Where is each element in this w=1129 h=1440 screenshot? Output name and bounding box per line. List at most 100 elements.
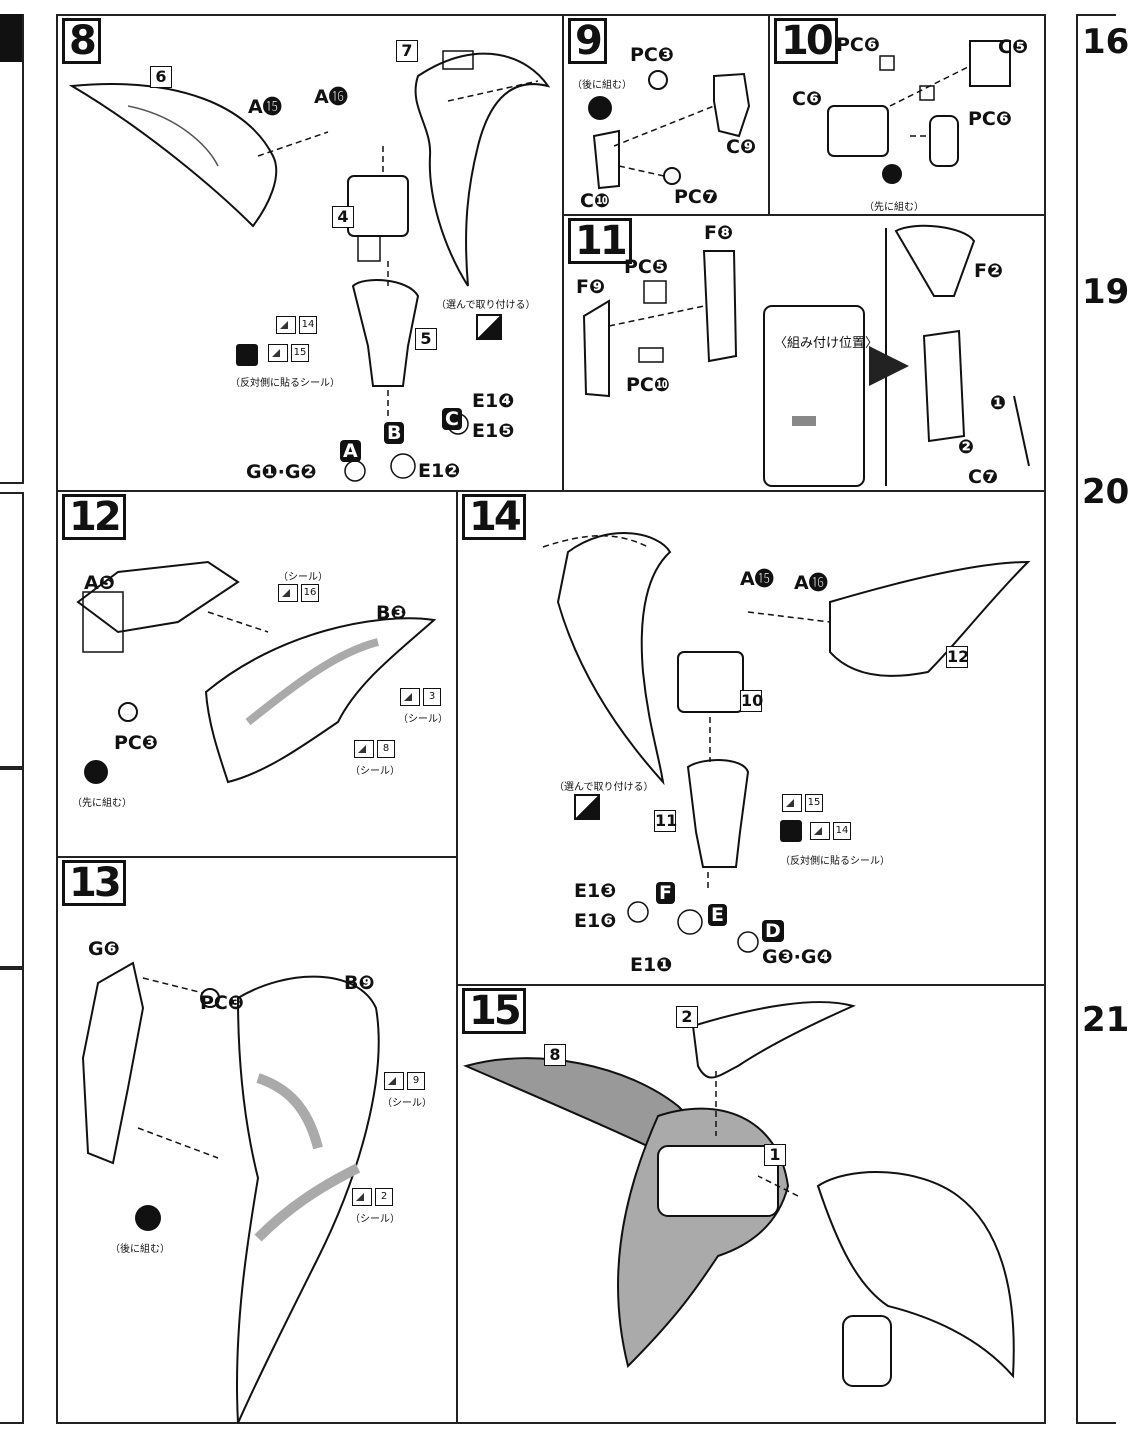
label-pcc: PC❸	[200, 992, 244, 1014]
mirror-icon	[780, 820, 802, 842]
step-11-panel: 11 F❽ PC❺ F❾ PC❿ 〈組み付け位置〉 F❷ ❶ ❷ C❼	[562, 214, 1046, 492]
mirror-icon	[236, 344, 258, 366]
label-c9: C❾	[726, 136, 757, 158]
label-pce: PC❺	[624, 256, 668, 278]
step-number: 8	[62, 18, 101, 64]
label-pcc: PC❸	[114, 732, 158, 754]
part-box-7: 7	[396, 40, 418, 62]
note-seal-3: （シール）	[350, 766, 400, 777]
note-first: （先に組む）	[72, 798, 132, 809]
label-b3: B❸	[376, 602, 407, 624]
label-e13: E1❸	[574, 880, 617, 902]
step-15-illustration	[463, 1001, 1015, 1387]
left-edge-panel-bottom	[0, 968, 24, 1424]
label-variant-B: B	[384, 422, 405, 444]
sticker-15: 15	[268, 344, 309, 362]
label-e12: E1❷	[418, 460, 461, 482]
step-number: 14	[462, 494, 526, 540]
label-variant-F: F	[656, 882, 675, 904]
note-position: 〈組み付け位置〉	[774, 336, 879, 351]
part-box-4: 4	[332, 206, 354, 228]
label-c10: C❿	[580, 190, 611, 212]
sticker-8: 8	[354, 740, 395, 758]
part-box-12: 12	[946, 646, 970, 668]
label-e11: E1❶	[630, 954, 673, 976]
sticker-15: 15	[782, 794, 823, 812]
left-edge-panel-mid	[0, 492, 24, 768]
label-a15: A⓯	[740, 568, 774, 590]
part-box-5: 5	[415, 328, 437, 350]
step-14-illustration	[542, 532, 1031, 953]
label-variant-D: D	[762, 920, 784, 942]
part-box-8: 8	[544, 1044, 566, 1066]
sticker-16: 16	[278, 584, 319, 602]
select-icon	[476, 314, 502, 340]
step-13-panel: 13 G❻ PC❸ B❾ 9 （シール） 2 （シール） （後に組む）	[56, 856, 458, 1424]
note-select: （選んで取り付ける）	[436, 300, 536, 311]
label-pcf-1: PC❻	[836, 34, 880, 56]
label-c5: C❺	[998, 36, 1029, 58]
step-11-illustration	[582, 224, 1030, 487]
label-a5: A❺	[84, 572, 115, 594]
part-box-1: 1	[764, 1144, 786, 1166]
step-number: 11	[568, 218, 632, 264]
label-e14: E1❹	[472, 390, 515, 412]
note-opposite: （反対側に貼るシール）	[230, 378, 340, 389]
edge-step-21: 21	[1082, 1000, 1129, 1040]
label-g6: G❻	[88, 938, 120, 960]
edge-step-16: 16	[1082, 22, 1129, 62]
part-box-6: 6	[150, 66, 172, 88]
step-14-panel: 14 A⓯ A⓰ 12 10 （選んで取り付ける） 11 15 14 （反対側に…	[456, 490, 1046, 986]
label-pcc: PC❸	[630, 44, 674, 66]
note-seal-1: （シール）	[382, 1098, 432, 1109]
step-12-illustration	[76, 560, 437, 784]
label-g1-g2: G❶·G❷	[246, 461, 317, 483]
step-12-panel: 12 A❺ （シール） 16 B❸ 3 （シール） 8 （シール） PC❸ （先…	[56, 490, 458, 858]
label-g3-g4: G❸·G❹	[762, 946, 833, 968]
note-later: （後に組む）	[110, 1244, 170, 1255]
label-e16: E1❻	[574, 910, 617, 932]
label-variant-E: E	[708, 904, 727, 926]
label-f8: F❽	[704, 222, 734, 244]
step-8-panel: 8 6 7 4 5 A⓯ A⓰ （選んで取り付ける） 14 15 （反対側に貼る…	[56, 14, 564, 492]
part-box-10: 10	[740, 690, 764, 712]
label-c6: C❻	[792, 88, 823, 110]
left-edge-panel-lower	[0, 768, 24, 968]
label-b9: B❾	[344, 972, 375, 994]
step-10-panel: 10 PC❻ C❺ C❻ PC❻ （先に組む）	[768, 14, 1046, 216]
label-step-1: ❶	[990, 392, 1007, 414]
step-9-panel: 9 （後に組む） PC❸ C❾ C❿ PC❼	[562, 14, 770, 216]
note-seal-1: （シール）	[278, 572, 328, 583]
edge-step-19: 19	[1082, 272, 1129, 312]
right-edge-panel	[1076, 14, 1116, 1424]
step-15-panel: 15 8 2 1	[456, 984, 1046, 1424]
sticker-2: 2	[352, 1188, 393, 1206]
step-13-illustration	[81, 961, 380, 1424]
label-f9: F❾	[576, 276, 606, 298]
note-seal-2: （シール）	[350, 1214, 400, 1225]
left-edge-header-bar	[0, 14, 22, 62]
label-variant-C: C	[442, 408, 462, 430]
label-a16: A⓰	[314, 86, 348, 108]
label-e15: E1❺	[472, 420, 515, 442]
label-step-2: ❷	[958, 436, 975, 458]
note-later: （後に組む）	[572, 80, 632, 91]
note-seal-2: （シール）	[398, 714, 448, 725]
label-pcj: PC❿	[626, 374, 670, 396]
part-box-11: 11	[654, 810, 678, 832]
sticker-14: 14	[276, 316, 317, 334]
note-opposite: （反対側に貼るシール）	[780, 856, 890, 867]
label-f2: F❷	[974, 260, 1004, 282]
step-number: 12	[62, 494, 126, 540]
step-9-illustration	[588, 70, 751, 190]
select-icon	[574, 794, 600, 820]
edge-step-20: 20	[1082, 472, 1129, 512]
step-10-illustration	[827, 40, 1011, 184]
note-first: （先に組む）	[864, 202, 924, 213]
sticker-14: 14	[810, 822, 851, 840]
step-number: 13	[62, 860, 126, 906]
step-number: 9	[568, 18, 607, 64]
label-c7: C❼	[968, 466, 999, 488]
sticker-3: 3	[400, 688, 441, 706]
label-a16: A⓰	[794, 572, 828, 594]
